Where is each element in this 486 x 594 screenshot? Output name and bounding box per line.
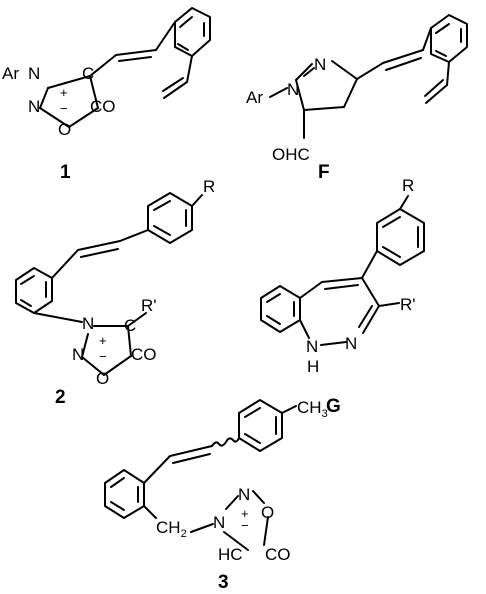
compound-id-2: 2 [55, 387, 66, 408]
compound-2: R N C R' + − N O CO 2 [15, 177, 215, 408]
vinyl-bond-Fb [425, 84, 448, 104]
compound-1: Ar N C + − N O CO 1 [2, 7, 211, 183]
c-label-2: C [124, 316, 136, 335]
pyrazoline-ring-F [295, 60, 358, 111]
sydnone-ring-3 [223, 490, 269, 551]
benzene-ring-G [260, 285, 301, 333]
styryl-bond-2a [51, 249, 79, 279]
aryl-n-bond-2 [33, 312, 83, 323]
n3-label-1: N [28, 64, 40, 83]
plus-charge-2: + [99, 333, 107, 348]
vinyl-bond-1a [186, 55, 193, 83]
n-label-G1: N [345, 334, 357, 353]
benzene-ring-3a [104, 469, 145, 519]
sydnone-ring-1 [39, 75, 99, 128]
styryl-bond-Fc [385, 57, 422, 71]
o-label-1: O [58, 120, 71, 139]
rprime-label-G: R' [400, 295, 416, 314]
vinyl-bond-Fc [424, 79, 444, 97]
benzene-ring-1 [174, 7, 211, 57]
styryl-bond-1c [118, 56, 152, 62]
ch3-label-3: CH3 [297, 398, 328, 420]
ohc-label-F: OHC [272, 145, 310, 164]
benzene-ring-2a [15, 267, 53, 314]
n-label-F1: N [314, 55, 326, 74]
styryl-bond-Fb [382, 49, 424, 64]
styryl-bond-1b [115, 49, 157, 56]
r-bond-G [399, 195, 409, 210]
compound-F: N N Ar OHC F [246, 14, 468, 183]
styryl-bond-2b [77, 240, 121, 251]
co-label-1: CO [90, 97, 116, 116]
vinyl-bond-3c [172, 453, 211, 464]
vinyl-bond-3b [169, 445, 213, 457]
plus-charge-1: + [60, 85, 68, 100]
vinyl-bond-3a [143, 455, 171, 484]
benzene-ring-2b [147, 192, 193, 244]
sydnone-ring-2 [81, 325, 132, 376]
styryl-bond-1a [89, 54, 117, 77]
compound-3: CH3 CH2 N N O + − HC CO 3 [104, 398, 328, 593]
co-label-2: CO [131, 345, 157, 364]
plus-charge-3: + [241, 506, 249, 521]
n-label-3a: N [213, 513, 225, 532]
benzene-ring-G2 [376, 208, 425, 266]
minus-charge-1: − [60, 101, 68, 116]
n-label-3b: N [238, 485, 250, 504]
ch2-label-3: CH2 [156, 518, 187, 540]
compound-id-F: F [318, 162, 330, 183]
h-label-G: H [307, 357, 319, 376]
vinyl-bond-Fa [446, 61, 450, 86]
styryl-bond-1d [155, 21, 176, 51]
compound-id-3: 3 [218, 572, 229, 593]
n-label-2b: N [72, 345, 84, 364]
styryl-bond-2d [119, 229, 149, 242]
minus-charge-2: − [99, 349, 107, 364]
vinyl-bond-1b [163, 81, 188, 99]
hc-label-3: HC [218, 545, 243, 564]
ar-label-1: Ar [2, 64, 19, 83]
compound-id-1: 1 [60, 162, 71, 183]
aryl-bond-G [361, 250, 378, 279]
compound-G: R R' N N H G [260, 176, 425, 417]
wavy-bond-3 [211, 437, 240, 447]
styryl-bond-Fd [422, 27, 432, 51]
r-label-G: R [402, 176, 414, 195]
n-label-F2: N [287, 80, 299, 99]
r-label-2: R [203, 177, 215, 196]
o-label-3: O [261, 503, 274, 522]
methyl-bond-3 [281, 405, 297, 414]
minus-charge-3: − [241, 518, 249, 533]
ar-bond-F [269, 87, 288, 98]
ar-label-F: Ar [246, 88, 263, 107]
rprime-bond-G [378, 302, 400, 307]
styryl-bond-Fa [356, 62, 384, 80]
r-bond-2 [191, 194, 203, 207]
o-label-2: O [96, 369, 109, 388]
compound-id-G: G [326, 396, 341, 417]
styryl-bond-2c [80, 248, 119, 258]
vinyl-bond-1c [162, 77, 184, 92]
c-label-1: C [82, 64, 94, 83]
rprime-label-2: R' [141, 296, 157, 315]
co-label-3: CO [265, 545, 291, 564]
benzene-ring-F [430, 14, 468, 63]
n2-label-1: N [28, 97, 40, 116]
benzyl-bond-3 [143, 505, 157, 519]
benzene-ring-3b [238, 399, 283, 452]
rprime-bond-2 [127, 312, 147, 327]
n-label-2a: N [82, 314, 94, 333]
diazepine-ring-G [299, 277, 380, 346]
ch2-n-bond-3 [190, 523, 214, 533]
n-label-G2: N [306, 337, 318, 356]
